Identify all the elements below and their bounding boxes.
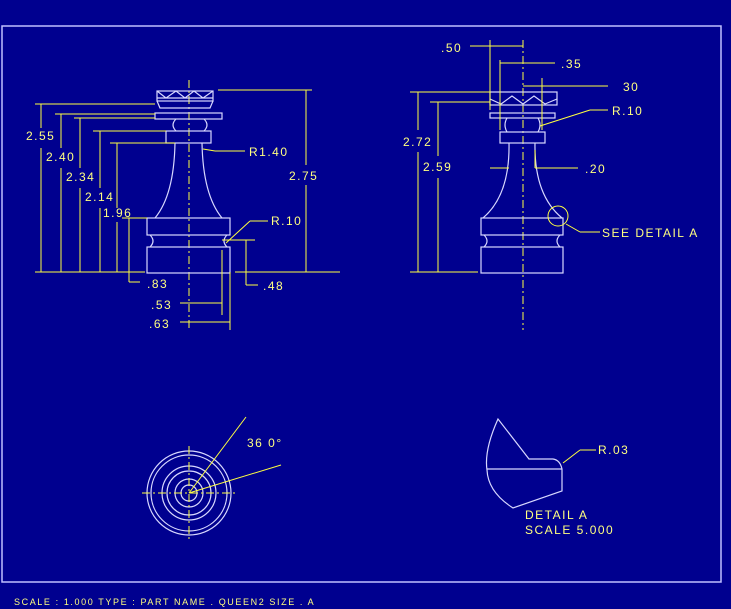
dim-2-72: 2.72 — [403, 135, 432, 149]
dim-2-55: 2.55 — [26, 129, 55, 143]
detail-a-view[interactable]: R.03 DETAIL A SCALE 5.000 — [485, 417, 629, 537]
part-outline — [485, 417, 563, 509]
top-view[interactable]: 36 0° — [142, 416, 283, 540]
radius-r-10: R.10 — [612, 104, 643, 118]
dim-0-20: .20 — [585, 162, 606, 176]
detail-scale: SCALE 5.000 — [525, 523, 614, 537]
dim-2-14: 2.14 — [85, 190, 114, 204]
dimension-lines — [35, 89, 340, 330]
angle-label: 36 0° — [247, 436, 283, 450]
front-view[interactable]: 2.55 2.40 2.34 2.14 1.96 .83 .48 .53 .63… — [26, 80, 340, 331]
part-outline — [146, 90, 231, 274]
dim-2-34: 2.34 — [66, 170, 95, 184]
dim-0-35: .35 — [561, 57, 582, 71]
dim-0-48: .48 — [263, 279, 284, 293]
dim-0-83: .83 — [147, 277, 168, 291]
radius-r-10: R.10 — [271, 214, 302, 228]
sheet-border — [1, 25, 722, 583]
radius-r-03: R.03 — [598, 443, 629, 457]
dim-0-50: .50 — [441, 41, 462, 55]
dim-2-59: 2.59 — [423, 160, 452, 174]
dim-2-40: 2.40 — [46, 150, 75, 164]
angle-dimension — [142, 416, 282, 540]
detail-title: DETAIL A — [525, 508, 588, 522]
dim-0-53: .53 — [151, 298, 172, 312]
status-bar: SCALE : 1.000 TYPE : PART NAME . QUEEN2 … — [14, 597, 315, 607]
dim-2-75: 2.75 — [289, 169, 318, 183]
dim-30: 30 — [623, 80, 639, 94]
dim-1-96: 1.96 — [103, 206, 132, 220]
radius-r1-40: R1.40 — [249, 145, 289, 159]
dim-0-63: .63 — [149, 317, 170, 331]
radius-leader — [562, 449, 596, 464]
dimension-lines — [410, 40, 608, 273]
side-view[interactable]: .50 .35 30 2.72 2.59 .20 R.10 SEE DETAIL… — [403, 40, 699, 330]
part-outline — [480, 91, 564, 274]
detail-callout: SEE DETAIL A — [602, 226, 699, 240]
